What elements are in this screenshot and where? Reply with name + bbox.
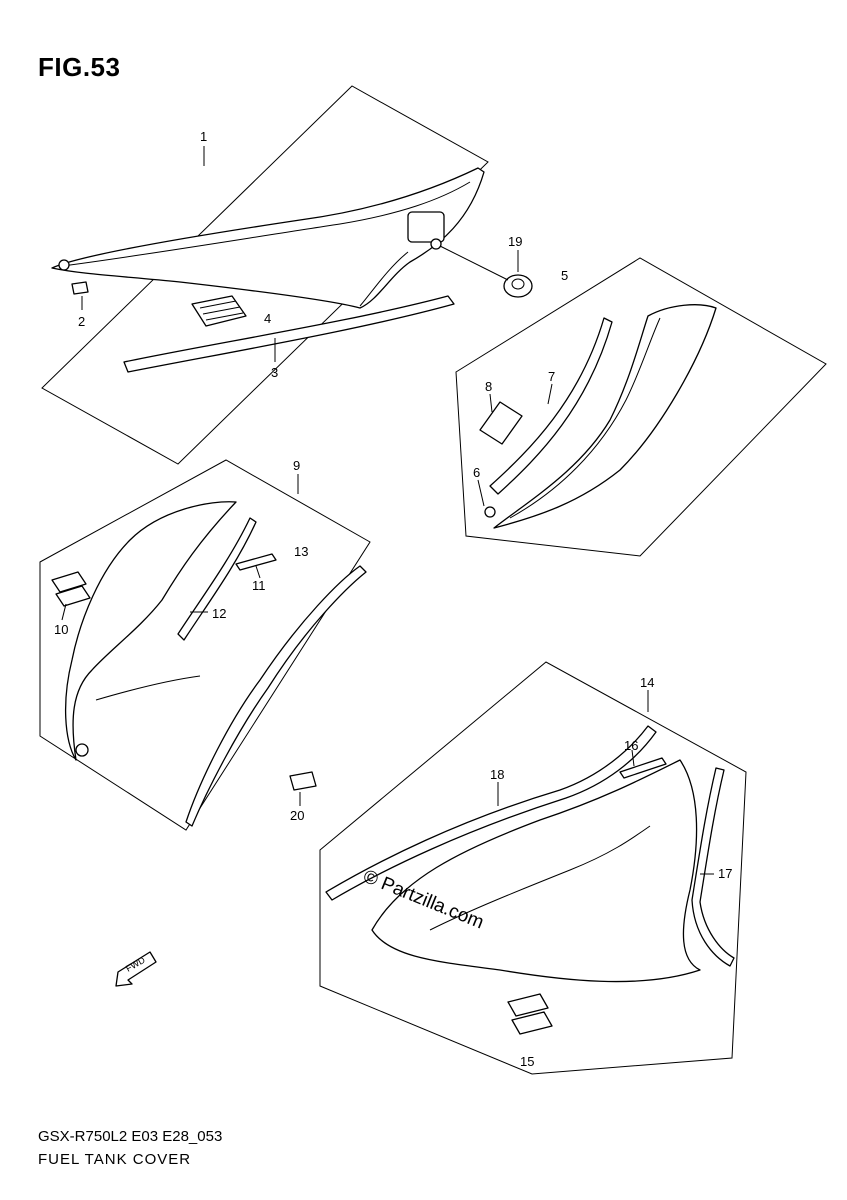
group-box-14 xyxy=(319,661,747,1075)
callout-10: 10 xyxy=(54,622,68,637)
part-20-clip xyxy=(289,771,317,791)
part-18-strip xyxy=(325,725,657,901)
callout-2: 2 xyxy=(78,314,85,329)
callout-13: 13 xyxy=(294,544,308,559)
group-box-9 xyxy=(39,459,371,831)
part-14-lower-cover xyxy=(371,759,701,983)
part-17-strip xyxy=(691,767,735,967)
part-1-tank-cover-frame xyxy=(51,167,485,309)
part-4-mesh-pad xyxy=(191,295,247,327)
callout-5: 5 xyxy=(561,268,568,283)
part-11-strip xyxy=(235,553,277,571)
part-8-pad xyxy=(479,401,523,445)
callout-17: 17 xyxy=(718,866,732,881)
part-3-trim-strip xyxy=(123,295,455,373)
callout-9: 9 xyxy=(293,458,300,473)
callout-20: 20 xyxy=(290,808,304,823)
callout-18: 18 xyxy=(490,767,504,782)
part-10-emblem xyxy=(51,571,91,607)
group-box-1 xyxy=(41,85,489,465)
part-5-side-cover-right xyxy=(493,304,717,529)
part-12-strip xyxy=(177,517,257,641)
callout-19: 19 xyxy=(508,234,522,249)
leader-lines xyxy=(61,146,714,875)
callout-16: 16 xyxy=(624,738,638,753)
callout-3: 3 xyxy=(271,365,278,380)
fwd-arrow-icon: FWD xyxy=(115,951,157,987)
part-19-rubber-cap xyxy=(503,274,533,298)
part-16-strip xyxy=(619,757,667,779)
part-9-side-cover-left xyxy=(64,501,237,761)
diagram-code: GSX-R750L2 E03 E28_053 xyxy=(38,1128,223,1145)
part-2-grommet xyxy=(71,281,89,295)
figure-title: FIG.53 xyxy=(38,52,121,82)
callout-14: 14 xyxy=(640,675,654,690)
callout-11: 11 xyxy=(252,578,266,593)
part-15-emblem xyxy=(507,993,553,1035)
callout-1: 1 xyxy=(200,129,207,144)
part-6-clip xyxy=(484,506,496,518)
group-box-5 xyxy=(455,257,827,557)
part-13-trim xyxy=(185,565,367,827)
callout-7: 7 xyxy=(548,369,555,384)
callout-15: 15 xyxy=(520,1054,534,1069)
diagram-name: FUEL TANK COVER xyxy=(38,1151,192,1168)
callout-12: 12 xyxy=(212,606,226,621)
callout-6: 6 xyxy=(473,465,480,480)
callout-8: 8 xyxy=(485,379,492,394)
part-7-strip xyxy=(489,317,613,495)
callout-4: 4 xyxy=(264,311,271,326)
